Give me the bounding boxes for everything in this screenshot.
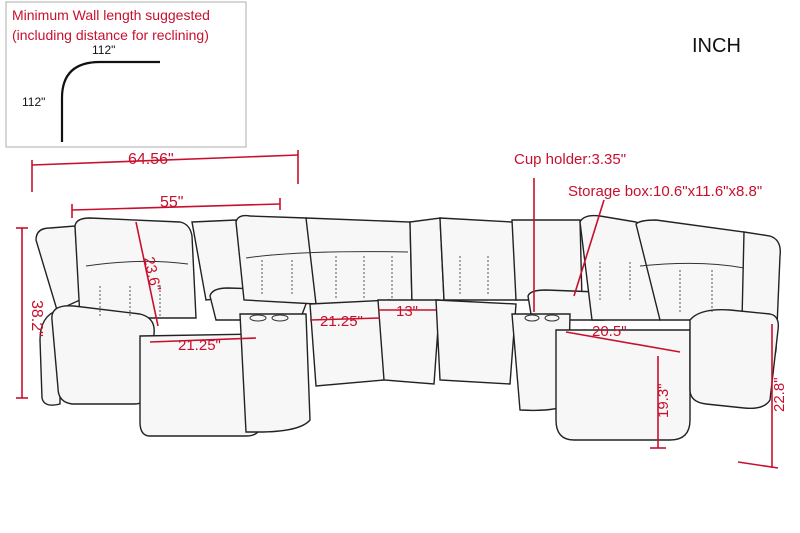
unit-label: INCH — [692, 35, 741, 57]
cup-holder-left-1 — [249, 314, 267, 322]
right-seat — [555, 329, 691, 441]
left-console-front — [239, 313, 311, 433]
cup-holder-left-2 — [271, 314, 289, 322]
middle-backrest — [305, 217, 413, 305]
back-height-label: 23.6" — [140, 255, 164, 292]
right-arm-rest — [689, 309, 780, 410]
seat-section-width-label: 55" — [160, 194, 183, 211]
middle-seat-width-label: 21.25" — [320, 313, 363, 330]
wall-box-title-line1: Minimum Wall length suggested — [12, 7, 210, 23]
corner-back — [409, 217, 445, 305]
right-seat-width-label: 20.5" — [592, 323, 627, 340]
left-back-seam — [85, 260, 189, 267]
right-console-back — [511, 219, 583, 301]
right-back-seam — [639, 262, 745, 269]
overall-width-label: 64.56" — [128, 151, 174, 168]
sofa-drawing — [35, 214, 781, 441]
storage-box-label: Storage box:10.6"x11.6"x8.8" — [568, 183, 762, 200]
cup-holder-label: Cup holder:3.35" — [514, 151, 626, 168]
wall-box-title-line2: (including distance for reclining) — [12, 27, 209, 43]
right-middle-seat — [435, 299, 517, 385]
cup-holder-right-1 — [524, 314, 540, 322]
right-depth-label: 22.8" — [771, 377, 788, 412]
right-middle-backrest — [439, 217, 521, 301]
dimension-lines — [16, 150, 779, 469]
middle-left-backrest — [235, 214, 317, 305]
wall-horizontal-label: 112" — [92, 43, 115, 57]
cup-holder-right-2 — [544, 314, 560, 322]
overall-height-label: 38.2" — [28, 300, 45, 337]
wall-corner-line — [60, 60, 160, 142]
left-backrest — [74, 217, 197, 319]
wall-vertical-label: 112" — [22, 95, 45, 109]
corner-width-label: 13" — [396, 303, 418, 320]
corner-seat — [377, 299, 441, 385]
middle-back-seam — [245, 251, 409, 259]
wall-length-box: Minimum Wall length suggested (including… — [5, 1, 247, 148]
left-arm-rest — [51, 305, 155, 405]
seat-height-label: 19.3" — [655, 383, 672, 418]
left-seat-width-label: 21.25" — [178, 337, 221, 354]
